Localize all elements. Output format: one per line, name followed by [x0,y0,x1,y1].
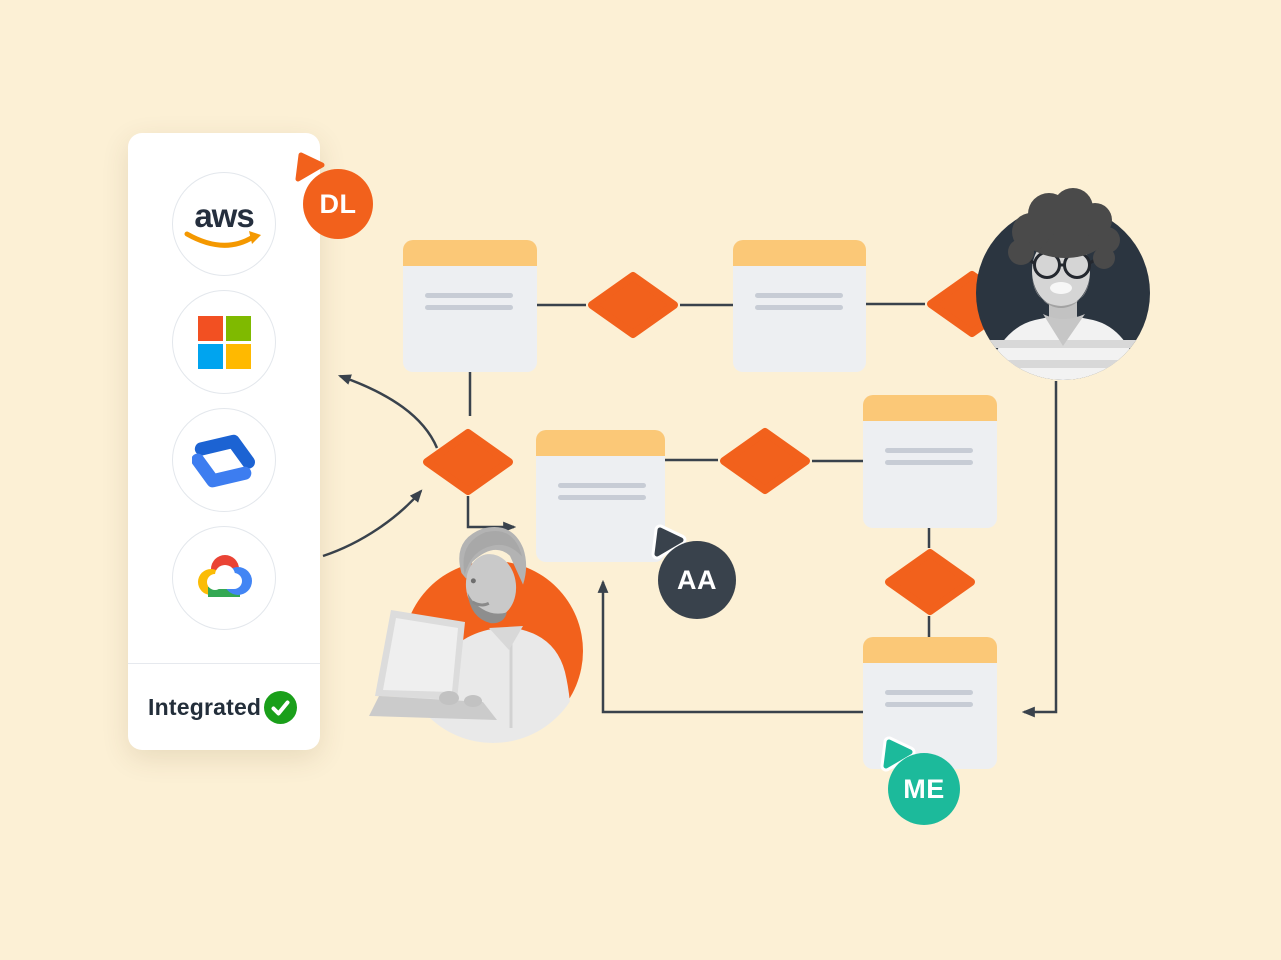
placeholder-text-line [885,460,973,465]
cursor-pointer-icon [651,524,687,560]
cursor-pointer-icon [880,736,916,772]
placeholder-text-line [425,305,513,310]
decision-3 [423,429,513,495]
placeholder-text-line [425,293,513,298]
card-title-bar [733,240,866,266]
placeholder-text-line [885,690,973,695]
laptop-icon [369,610,497,720]
laptop-user-photo [369,527,583,743]
placeholder-text-line [885,448,973,453]
integration-aws: aws [172,172,276,276]
card-body [403,266,537,310]
integration-logo-list: aws [128,133,320,663]
smile [1050,282,1072,294]
cursor-initials-badge: AA [658,541,736,619]
card-body [863,663,997,707]
card-1 [403,240,537,372]
decision-1 [588,272,678,338]
confluence-logo-icon [192,434,255,488]
cursor-initials: DL [319,188,357,219]
microsoft-logo-icon [197,315,251,369]
decision-4 [720,428,810,494]
card-2 [733,240,866,372]
card-body [863,421,997,465]
placeholder-text-line [558,495,646,500]
cursor-initials: AA [677,564,717,595]
hand [439,691,459,705]
placeholder-text-line [755,305,843,310]
connector-panel-to-decision3 [322,489,423,558]
card-body [536,456,665,500]
cursor-pointer-icon [295,152,325,182]
cursor-initials: ME [903,773,945,804]
integrated-label: Integrated [148,693,262,720]
aws-logo-icon: aws [183,197,265,251]
integration-google-cloud [172,526,276,630]
check-icon [264,690,297,724]
card-body [733,266,866,310]
connector-decision3-down-right [466,496,517,533]
cursor-initials-badge: ME [888,753,960,825]
card-title-bar [863,395,997,421]
integration-status-row: Integrated [128,663,320,750]
cursor-initials-badge: DL [303,169,373,239]
connector-card5-up-to-card3 [597,579,863,714]
hand [464,695,482,707]
placeholder-text-line [755,293,843,298]
card-title-bar [403,240,537,266]
teammate-photo [976,188,1150,380]
placeholder-text-line [558,483,646,488]
curly-hair [1008,188,1120,269]
card-title-bar [536,430,665,456]
integration-microsoft [172,290,276,394]
integrations-panel: aws [128,133,320,750]
aws-wordmark: aws [194,197,254,235]
aws-smile-icon [184,230,261,248]
card-4 [863,395,997,528]
connector-decision3-to-panel [337,374,439,449]
card-title-bar [863,637,997,663]
card-5 [863,637,997,769]
decision-5 [885,549,975,615]
card-3 [536,430,665,562]
connector-photo-down-to-card5 [1021,381,1058,718]
head [459,527,527,624]
placeholder-text-line [885,702,973,707]
integration-confluence [172,408,276,512]
google-cloud-logo-icon [198,555,252,597]
